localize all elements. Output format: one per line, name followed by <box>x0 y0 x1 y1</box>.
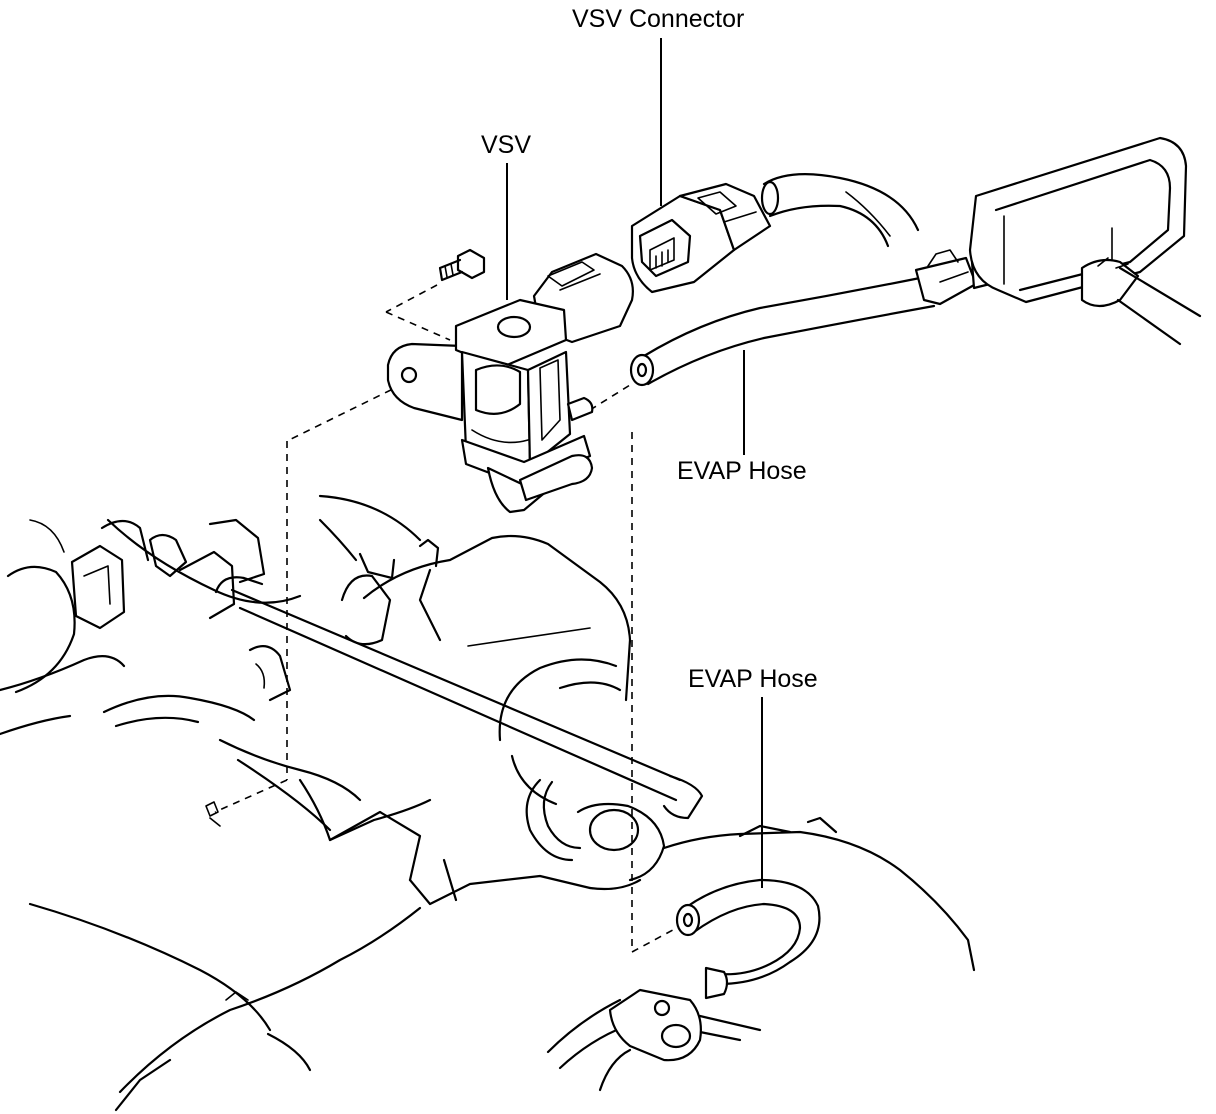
evap-hose-lower <box>608 878 821 1062</box>
bolt-icon <box>438 248 486 282</box>
label-vsv-connector: VSV Connector <box>572 5 744 33</box>
callouts: VSV Connector VSV EVAP Hose EVAP Hose <box>481 5 818 888</box>
label-vsv: VSV <box>481 131 531 159</box>
engine-background <box>0 494 976 1112</box>
label-evap-hose-lower: EVAP Hose <box>688 665 818 693</box>
assembly-guide-lines <box>214 284 685 953</box>
charcoal-canister <box>968 136 1202 346</box>
vsv-valve <box>386 252 634 514</box>
label-evap-hose-upper: EVAP Hose <box>677 457 807 485</box>
vsv-connector <box>630 173 920 294</box>
